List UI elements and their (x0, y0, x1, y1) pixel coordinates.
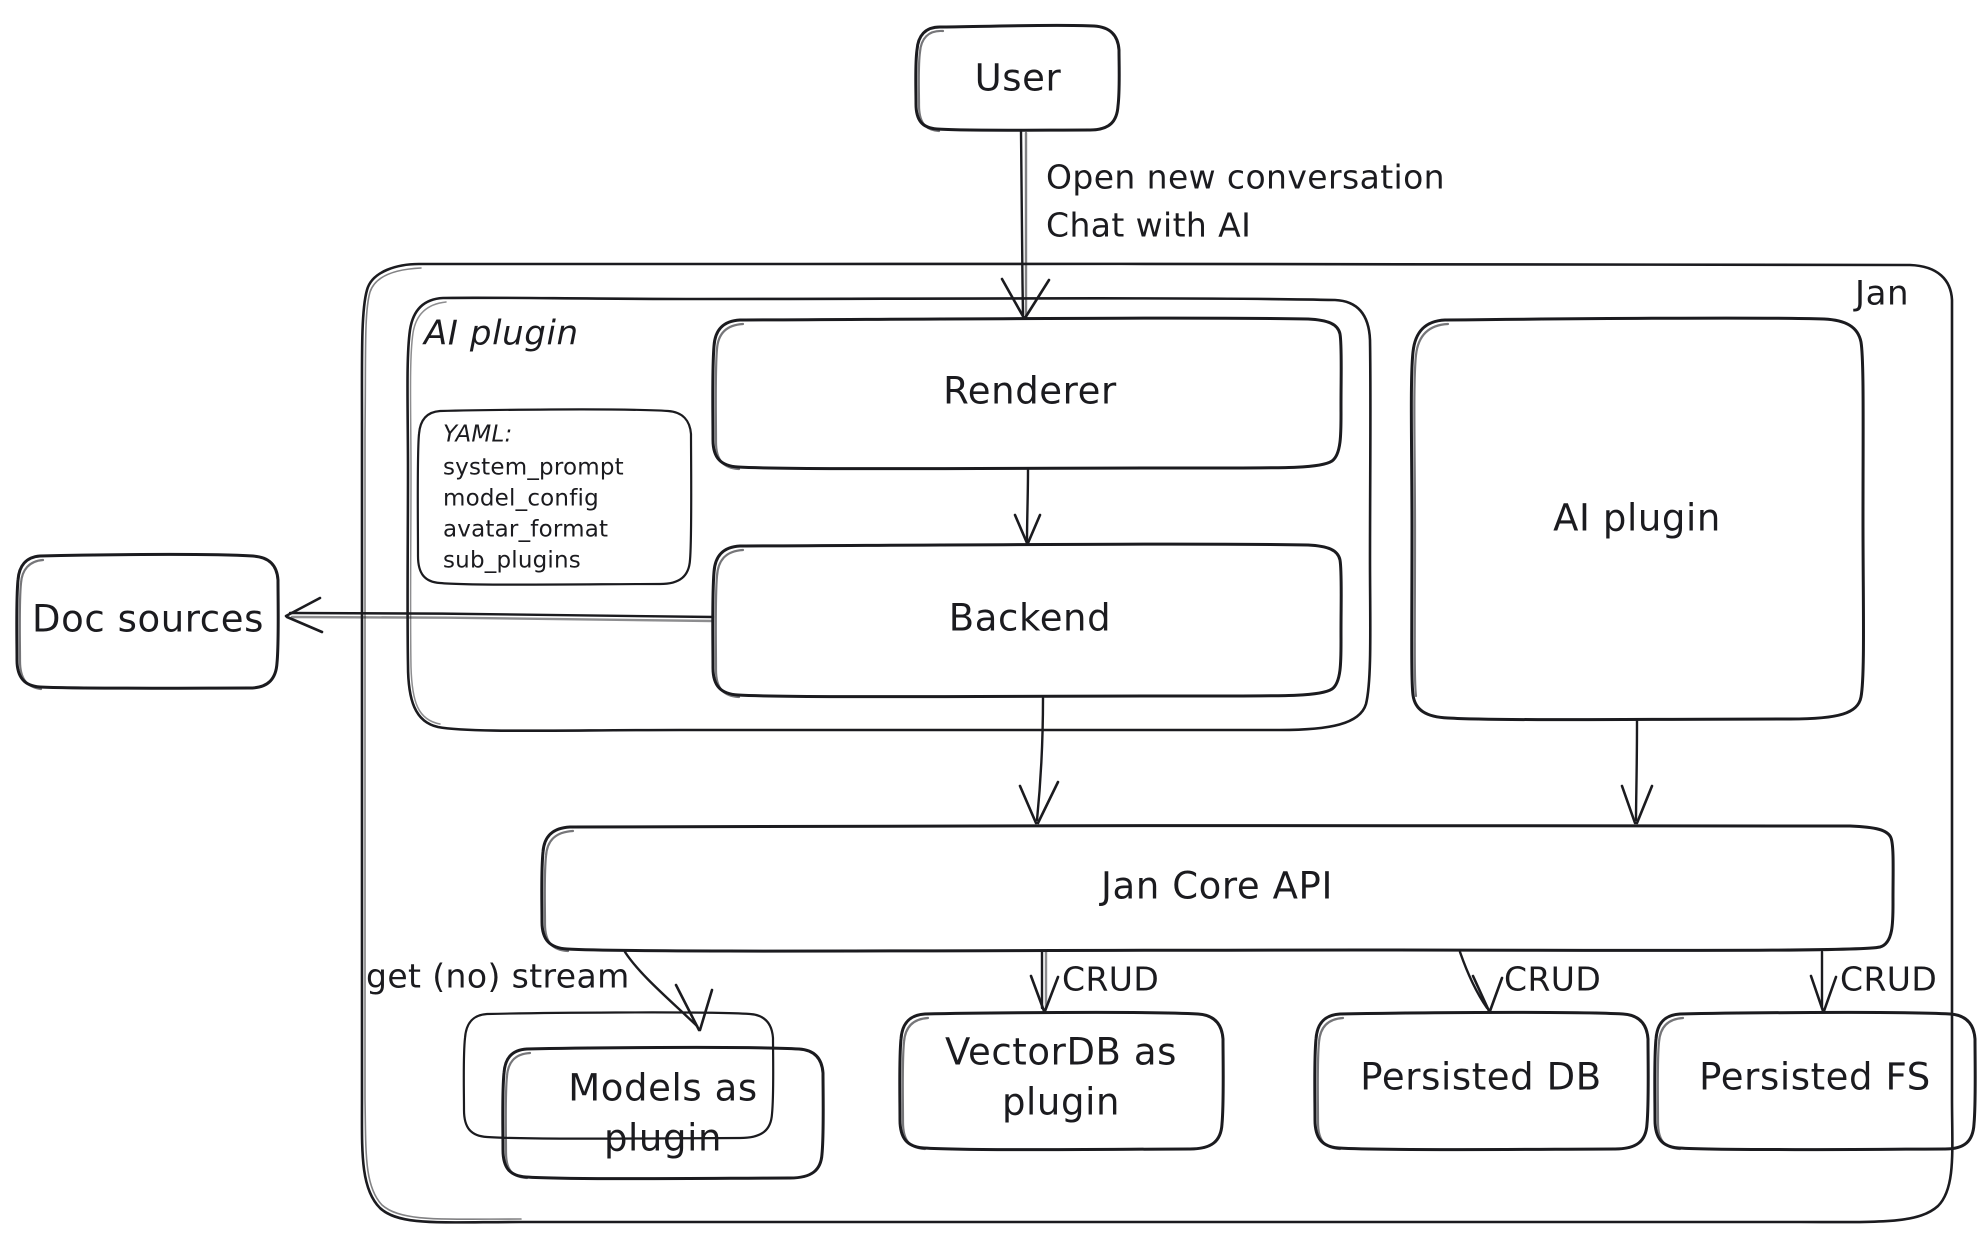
node-doc-sources[interactable]: Doc sources (15, 552, 280, 691)
yaml-item-2: avatar_format (443, 517, 608, 543)
node-user[interactable]: User (914, 23, 1121, 133)
edge-user-to-renderer-label-line2: Chat with AI (1046, 206, 1251, 245)
node-persisted-fs-label: Persisted FS (1699, 1056, 1931, 1099)
edge-core-to-vectordb-label: CRUD (1062, 960, 1159, 999)
yaml-item-1: model_config (443, 486, 599, 512)
group-jan: Jan (360, 262, 1954, 1224)
node-persisted-db-label: Persisted DB (1360, 1056, 1601, 1099)
group-ai-plugin-label: AI plugin (422, 314, 579, 354)
node-models-as-plugin-label-line1: Models as (568, 1067, 757, 1110)
group-ai-plugin: AI plugin (406, 296, 1372, 733)
node-jan-core-api[interactable]: Jan Core API (540, 823, 1895, 953)
edge-core-to-models: get (no) stream (366, 950, 714, 1032)
edge-core-to-models-label: get (no) stream (366, 957, 630, 996)
edge-core-to-persisted-fs: CRUD (1809, 950, 1937, 1013)
yaml-item-3: sub_plugins (443, 548, 581, 574)
node-doc-sources-label: Doc sources (32, 598, 264, 641)
node-backend-label: Backend (949, 597, 1111, 640)
node-jan-core-api-label: Jan Core API (1099, 865, 1333, 908)
node-vectordb-as-plugin-label-line2: plugin (1002, 1081, 1120, 1124)
node-ai-plugin-right[interactable]: AI plugin (1409, 316, 1865, 722)
edge-core-to-persisted-db: CRUD (1458, 950, 1601, 1013)
edge-core-to-persisted-fs-label: CRUD (1840, 960, 1937, 999)
node-backend[interactable]: Backend (711, 542, 1343, 699)
edge-renderer-to-backend (1013, 468, 1042, 545)
node-vectordb-as-plugin[interactable]: VectorDB as plugin (898, 1010, 1225, 1152)
edge-core-to-persisted-db-label: CRUD (1504, 960, 1601, 999)
node-user-label: User (975, 57, 1062, 100)
edge-user-to-renderer: Open new conversation Chat with AI (1000, 129, 1445, 320)
node-renderer[interactable]: Renderer (711, 316, 1343, 471)
node-renderer-label: Renderer (943, 370, 1117, 413)
group-jan-label: Jan (1853, 274, 1909, 314)
yaml-header: YAML: (443, 422, 512, 448)
edge-backend-to-doc-sources (284, 596, 715, 634)
edge-core-to-vectordb: CRUD (1029, 950, 1159, 1013)
node-persisted-db[interactable]: Persisted DB (1313, 1010, 1650, 1152)
edge-ai-plugin-to-jan-core-api (1620, 719, 1654, 825)
node-vectordb-as-plugin-label-line1: VectorDB as (945, 1031, 1177, 1074)
yaml-item-0: system_prompt (443, 455, 624, 481)
edge-backend-to-jan-core-api (1018, 696, 1060, 825)
node-persisted-fs[interactable]: Persisted FS (1653, 1010, 1977, 1152)
node-models-as-plugin-label-line2: plugin (604, 1117, 722, 1160)
edge-user-to-renderer-label-line1: Open new conversation (1046, 158, 1445, 197)
node-ai-plugin-right-label: AI plugin (1553, 497, 1721, 540)
card-yaml: YAML: system_prompt model_config avatar_… (416, 408, 693, 586)
node-models-as-plugin[interactable]: Models as plugin (462, 1011, 825, 1181)
